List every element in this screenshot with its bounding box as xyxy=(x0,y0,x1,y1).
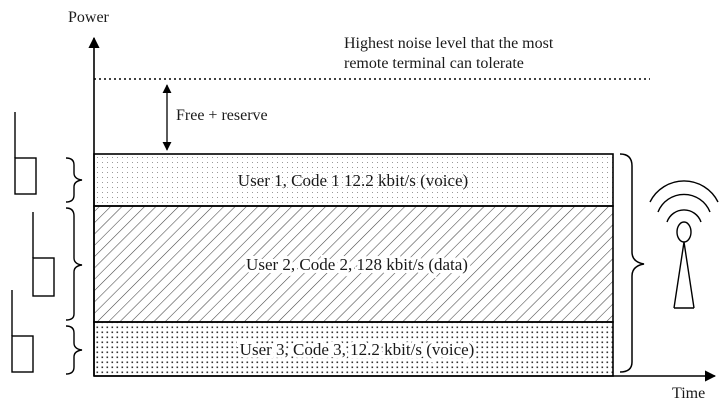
mobile-terminal-icon xyxy=(11,290,34,373)
band-user-3-label: User 3, Code 3, 12.2 kbit/s (voice) xyxy=(240,340,475,359)
band-user-2-label: User 2, Code 2, 128 kbit/s (data) xyxy=(246,255,468,274)
mobile-terminal-icon xyxy=(14,112,37,195)
band-user-1-label: User 1, Code 1 12.2 kbit/s (voice) xyxy=(238,171,468,190)
free-reserve-label: Free + reserve xyxy=(176,107,268,124)
brace-user-2 xyxy=(65,207,83,321)
mobile-terminal-icon xyxy=(32,212,55,297)
x-axis-label: Time xyxy=(672,385,705,402)
band-user-2: User 2, Code 2, 128 kbit/s (data) xyxy=(93,205,614,323)
brace-user-3 xyxy=(65,325,83,375)
noise-limit-label-line1: Highest noise level that the most xyxy=(344,35,554,52)
base-station-antenna-icon xyxy=(649,180,719,309)
y-axis-label: Power xyxy=(68,9,110,26)
noise-limit-label-line2: remote terminal can tolerate xyxy=(344,55,524,72)
brace-user-1 xyxy=(65,157,83,203)
band-user-1: User 1, Code 1 12.2 kbit/s (voice) xyxy=(93,153,614,207)
band-user-3: User 3, Code 3, 12.2 kbit/s (voice) xyxy=(93,321,614,377)
brace-all-users xyxy=(619,153,645,373)
